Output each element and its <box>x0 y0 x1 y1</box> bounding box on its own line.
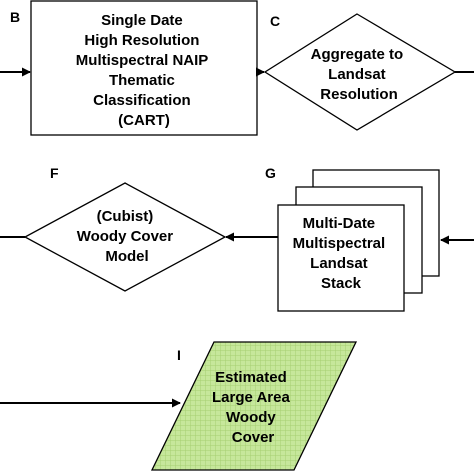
step-letter-g: G <box>265 165 276 181</box>
step-letter-f: F <box>50 165 59 181</box>
classification-label: Single Date High Resolution Multispectra… <box>76 12 212 129</box>
landsat-stack-line-2: Multispectral <box>293 235 386 252</box>
cubist-model-label: (Cubist) Woody Cover Model <box>77 208 178 265</box>
aggregate-line-3: Resolution <box>320 86 398 103</box>
landsat-stack-line-1: Multi-Date <box>303 215 376 232</box>
classification-line-1: Single Date <box>101 12 183 29</box>
aggregate-line-1: Aggregate to <box>311 46 404 63</box>
aggregate-label: Aggregate to Landsat Resolution <box>311 46 408 103</box>
landsat-stack-front-sheet <box>277 204 405 312</box>
cubist-model-line-2: Woody Cover <box>77 228 174 245</box>
step-letter-b: B <box>10 9 20 25</box>
step-letter-c: C <box>270 13 280 29</box>
classification-box <box>30 0 258 136</box>
woody-cover-label: Estimated Large Area Woody Cover <box>212 369 294 446</box>
landsat-stack-line-3: Landsat <box>310 255 368 272</box>
woody-cover-line-3: Woody <box>226 409 276 426</box>
classification-line-5: Classification <box>93 92 191 109</box>
classification-line-2: High Resolution <box>84 32 199 49</box>
landsat-stack-line-4: Stack <box>321 275 362 292</box>
woody-cover-line-2: Large Area <box>212 389 290 406</box>
step-letter-i: I <box>177 347 181 363</box>
aggregate-line-2: Landsat <box>328 66 386 83</box>
cubist-model-line-1: (Cubist) <box>97 208 154 225</box>
woody-cover-line-1: Estimated <box>215 369 287 386</box>
landsat-stack-label: Multi-Date Multispectral Landsat Stack <box>293 215 390 292</box>
classification-line-4: Thematic <box>109 72 175 89</box>
classification-line-3: Multispectral NAIP <box>76 52 209 69</box>
cubist-model-diamond <box>23 182 227 292</box>
cubist-model-line-3: Model <box>105 248 148 265</box>
woody-cover-line-4: Cover <box>232 429 275 446</box>
woody-cover-parallelogram <box>150 341 358 471</box>
aggregate-diamond <box>263 13 457 131</box>
classification-line-6: (CART) <box>118 112 170 129</box>
